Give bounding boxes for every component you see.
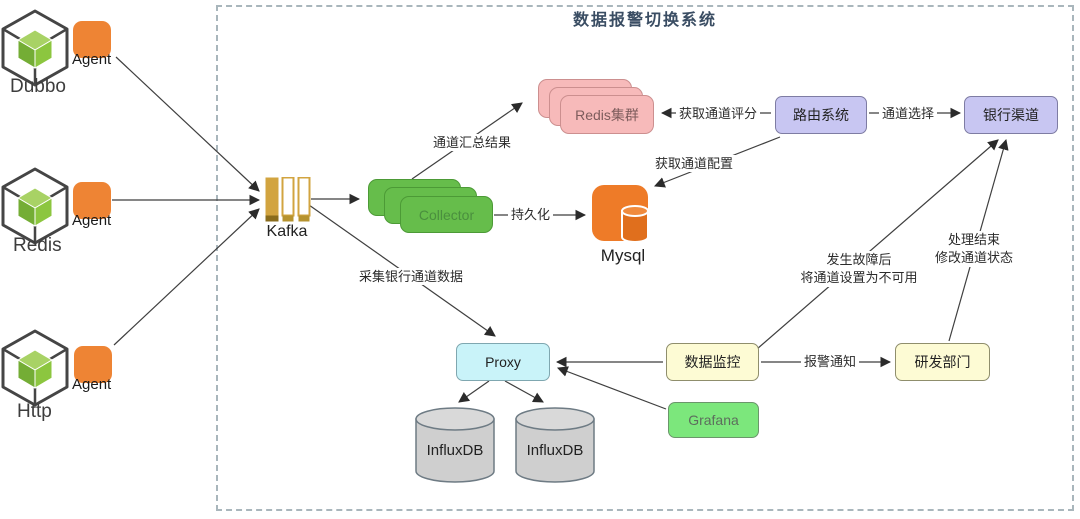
mysql-icon bbox=[592, 185, 649, 243]
edge-label-collect-bank-data: 采集银行通道数据 bbox=[356, 268, 467, 285]
kafka-label: Kafka bbox=[266, 223, 308, 240]
data-monitor-box: 数据监控 bbox=[666, 343, 759, 381]
fault-note-line1: 发生故障后 bbox=[826, 252, 892, 267]
influxdb-left-cylinder-icon bbox=[415, 407, 495, 483]
diagram-title: 数据报警切换系统 bbox=[572, 12, 717, 29]
data-monitor-label: 数据监控 bbox=[684, 354, 741, 370]
redis-cluster-stack: Redis集群 bbox=[538, 79, 656, 135]
redis-cluster-label: Redis集群 bbox=[575, 106, 639, 123]
handled-note-line2: 修改通道状态 bbox=[934, 250, 1013, 265]
proxy-box: Proxy bbox=[456, 343, 550, 381]
bank-channel-label: 银行渠道 bbox=[983, 107, 1039, 123]
edge-label-get-channel-config: 获取通道配置 bbox=[652, 155, 737, 172]
kafka-icon bbox=[265, 177, 311, 222]
dev-team-label: 研发部门 bbox=[914, 354, 971, 370]
redis-agent-label: Agent bbox=[72, 212, 112, 229]
http-label: Http bbox=[17, 401, 52, 422]
handled-note: 处理结束 修改通道状态 bbox=[923, 231, 1025, 267]
influxdb-left-label: InfluxDB bbox=[426, 442, 484, 459]
redis-module-icon bbox=[1, 167, 69, 245]
collector-stack: Collector bbox=[368, 179, 494, 233]
edge-label-alarm-notice: 报警通知 bbox=[801, 353, 860, 370]
collector-label: Collector bbox=[418, 206, 475, 223]
edge-label-channel-summary: 通道汇总结果 bbox=[430, 134, 515, 151]
edge-label-persistence: 持久化 bbox=[508, 206, 554, 223]
redis-label: Redis bbox=[13, 235, 62, 256]
http-agent-label: Agent bbox=[72, 376, 112, 393]
collector-front-box: Collector bbox=[400, 196, 493, 233]
dubbo-agent-box bbox=[73, 21, 111, 58]
http-module-icon bbox=[1, 329, 69, 407]
router-box: 路由系统 bbox=[775, 96, 867, 134]
dubbo-module-icon bbox=[1, 9, 69, 87]
redis-agent-box bbox=[73, 182, 111, 219]
bank-channel-box: 银行渠道 bbox=[964, 96, 1058, 134]
dev-team-box: 研发部门 bbox=[895, 343, 990, 381]
handled-note-line1: 处理结束 bbox=[947, 232, 1000, 247]
edge-label-channel-select: 通道选择 bbox=[879, 105, 938, 122]
grafana-box: Grafana bbox=[668, 402, 759, 438]
http-agent-box bbox=[74, 346, 112, 383]
router-label: 路由系统 bbox=[793, 107, 849, 123]
proxy-label: Proxy bbox=[485, 354, 521, 370]
fault-note-line2: 将通道设置为不可用 bbox=[800, 270, 918, 285]
influxdb-right-label: InfluxDB bbox=[526, 442, 584, 459]
mysql-label: Mysql bbox=[600, 246, 646, 265]
grafana-label: Grafana bbox=[688, 412, 739, 428]
dubbo-agent-label: Agent bbox=[72, 51, 112, 68]
edge-label-get-channel-score: 获取通道评分 bbox=[676, 105, 761, 122]
dubbo-label: Dubbo bbox=[10, 76, 66, 97]
redis-cluster-front-box: Redis集群 bbox=[560, 95, 654, 134]
influxdb-right-cylinder-icon bbox=[515, 407, 595, 483]
fault-note: 发生故障后 将通道设置为不可用 bbox=[790, 251, 928, 287]
